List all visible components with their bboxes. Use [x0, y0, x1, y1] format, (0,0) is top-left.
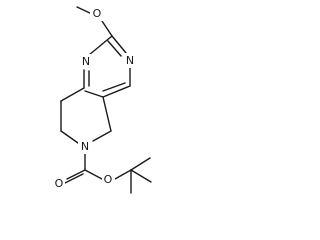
bond-cq-methyl-right [130, 169, 152, 183]
bond-carbonyl-c-o-double-1 [66, 169, 86, 180]
atom-label-n6: N [81, 140, 89, 153]
atom-label-n1: N [82, 55, 90, 68]
bond-o-c2 [101, 20, 113, 37]
atom-labels: O N N N O O [52, 6, 137, 191]
bond-o-c-quaternary [114, 169, 132, 180]
bond-layer [60, 6, 152, 194]
bond-carbonyl-c-o-double-2 [64, 173, 84, 184]
atom-bg-n6 [78, 139, 92, 154]
atom-bg-n1 [79, 54, 93, 69]
bond-c4a-c8a [84, 90, 104, 98]
bond-c2-n3 [111, 35, 127, 54]
bond-ch3-o [76, 6, 93, 15]
atom-label-n3: N [126, 54, 134, 67]
atom-bg-methoxy-o [90, 6, 103, 21]
bond-c4-c4a-double [102, 82, 126, 92]
chemical-structure-diagram: O N N N O O [52, 6, 152, 194]
atom-bg-n3 [123, 53, 137, 68]
bond-n6-c5 [92, 130, 112, 142]
bond-cq-methyl-up [130, 157, 151, 171]
bond-n1-c2 [88, 35, 113, 56]
bond-c8a-c8 [60, 87, 85, 102]
atom-label-methoxy-o: O [93, 7, 102, 20]
bond-c4-c4a [102, 85, 131, 98]
bond-carbonyl-c-o-single [84, 169, 103, 180]
atom-bg-ester-o [102, 172, 115, 187]
bond-c2-n3-double [107, 40, 122, 57]
atom-bg-carbonyl-o [52, 176, 65, 191]
bond-c7-n6 [60, 130, 79, 144]
bond-c5-c4a [102, 96, 112, 132]
atom-label-ester-o: O [104, 173, 113, 186]
atom-label-carbonyl-o: O [55, 177, 64, 190]
